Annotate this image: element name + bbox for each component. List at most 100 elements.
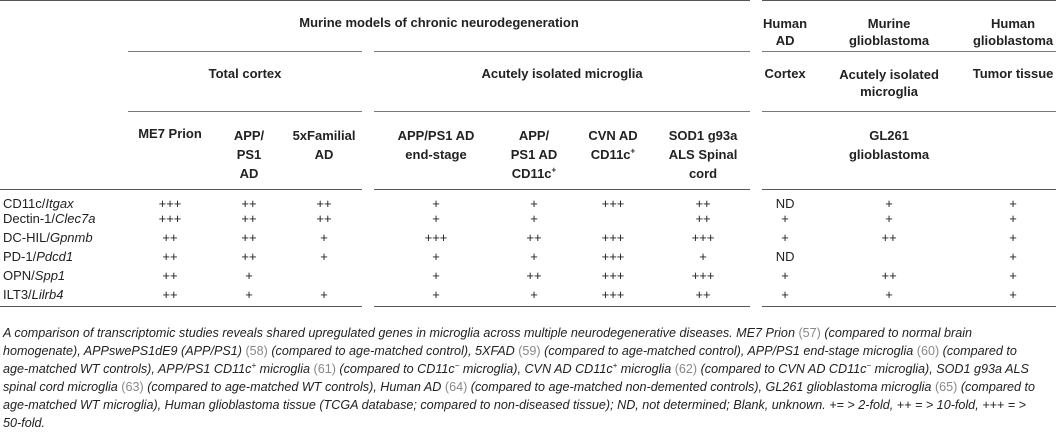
subgroup-total-cortex: Total cortex [128,51,368,112]
col-sod1-line1: SOD1 g93a [668,128,738,143]
table-cell: + [699,249,707,264]
col-5xfamilial-ad: 5xFamilial AD [286,111,368,190]
table-cell: + [750,268,809,287]
subgroup-tumor-tissue: Tumor tissue [970,51,1056,112]
col-cd11c-app-line2: PS1 AD [510,147,558,162]
row-label-name: CD11c/ [3,196,46,211]
group-murine-chronic-label: Murine models of chronic neurodegenerati… [299,15,579,30]
col-cvn-sup: + [630,146,636,156]
col-appps1-line2: PS1 [236,147,262,162]
ref-57[interactable]: (57) [798,326,821,340]
table-row: OPN/Spp1++++++++++++++++ [0,268,1056,287]
col-app-ps1-cd11c: APP/ PS1 AD CD11c+ [498,111,570,190]
col-app-ps1-endstage: APP/PS1 AD end-stage [362,111,498,190]
table-cell: + [885,196,893,211]
table-cell: + [530,249,538,264]
col-5x-line1: 5xFamilial [292,128,356,143]
col-cd11c-app-line3: CD11c [511,166,552,181]
col-me7-label: ME7 Prion [138,126,202,141]
row-label: OPN/Spp1 [0,268,128,287]
table-cell [286,268,368,287]
ref-63[interactable]: (63) [121,380,144,394]
row-label: CD11c/Itgax [0,190,128,211]
table-cell: +++ [601,196,625,211]
ref-60[interactable]: (60) [916,344,940,358]
col-gl261-line2: glioblastoma [848,147,930,162]
group-human-gbm: Human glioblastoma [970,0,1056,52]
table-cell: + [750,287,809,307]
table-cell: ++ [241,211,257,226]
col-5x-line2: AD [314,147,334,162]
row-label-gene: Pdcd1 [36,249,74,264]
col-cvn-line2: CD11c [590,147,631,162]
table-cell: +++ [691,268,715,283]
row-label: DC-HIL/Gpnmb [0,230,128,249]
table-cell: + [530,196,538,211]
table-row: Dectin-1/Clec7a++++++++++++++ [0,211,1056,230]
ref-58[interactable]: (58) [245,344,268,358]
table-body: CD11c/Itgax++++++++++++++ND++Dectin-1/Cl… [0,189,1056,307]
subgroup-acute-microglia-gbm: Acutely isolated microglia [808,51,971,112]
col-cvn-line1: CVN AD [588,128,638,143]
table-cell: ND [750,189,809,211]
table-cell: +++ [362,230,498,249]
row-label-name: OPN/ [3,268,35,283]
col-human-gbm-blank [970,111,1056,190]
row-label: PD-1/Pdcd1 [0,249,128,268]
table-cell: +++ [691,230,715,245]
col-sod1-line2: ALS Spinal [668,147,738,162]
table-cell: ++ [162,230,178,245]
table-cell: + [1009,196,1017,211]
table-cell: + [212,287,286,307]
col-cvn-ad-cd11c: CVN AD CD11c+ [570,111,656,190]
ref-62[interactable]: (62) [674,362,698,376]
col-endstage-line2: end-stage [405,147,467,162]
data-table: Murine models of chronic neurodegenerati… [0,0,1056,307]
table-cell: ++ [526,230,542,245]
group-murine-gbm: Murine glioblastoma [808,0,971,52]
table-cell: + [320,230,328,245]
corner-cell [0,0,128,52]
table-cell: +++ [570,287,656,307]
table-cell: +++ [601,268,625,283]
row-label-name: ILT3/ [3,287,32,302]
group-human-gbm-line1: Human [991,16,1036,31]
row-label-name: DC-HIL/ [3,230,50,245]
table-cell: + [1009,249,1017,264]
table-cell: ++ [881,230,897,245]
table-row: DC-HIL/Gpnmb++++++++++++++++++++ [0,230,1056,249]
subgroup-cortex: Cortex [750,51,809,112]
table-cell: + [362,249,498,268]
table-row: PD-1/Pdcd1+++++++++++ND+ [0,249,1056,268]
table-cell: ++ [128,287,212,307]
row-label: ILT3/Lilrb4 [0,287,128,307]
table-cell: + [286,287,368,307]
table-cell: +++ [158,196,182,211]
table-cell: + [1009,268,1017,283]
table-cell: ++ [162,249,178,264]
col-endstage-line1: APP/PS1 AD [397,128,475,143]
ref-59[interactable]: (59) [518,344,541,358]
group-human-ad: Human AD [750,0,809,52]
subgroup-acute-gbm-line1: Acutely isolated [839,67,939,82]
ref-61[interactable]: (61) [313,362,336,376]
table-cell: + [362,211,498,230]
table-cell: + [362,268,498,287]
table-cell: + [1009,211,1017,226]
row-label-gene: Gpnmb [49,230,93,245]
ref-64[interactable]: (64) [444,380,468,394]
row-label-name: Dectin-1/ [3,211,56,226]
table-cell: ++ [695,196,711,211]
table-cell: +++ [158,211,182,226]
subgroup-cortex-label: Cortex [764,66,806,81]
subgroup-acute-microglia: Acutely isolated microglia [361,51,757,112]
ref-65[interactable]: (65) [934,380,958,394]
table-caption: A comparison of transcriptomic studies r… [3,326,1036,430]
table-cell: + [970,287,1056,307]
table-cell [570,211,656,230]
table-cell: ++ [241,230,257,245]
table-cell: + [245,268,253,283]
subgroup-total-cortex-label: Total cortex [208,66,282,81]
table-cell: ++ [316,196,332,211]
